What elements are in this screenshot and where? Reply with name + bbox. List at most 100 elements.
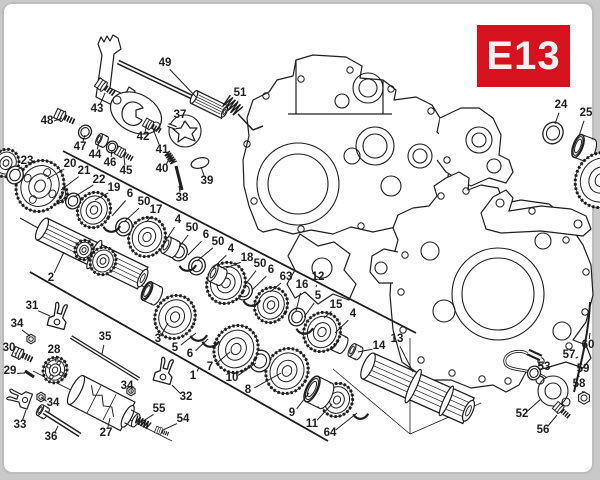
circ xyxy=(311,257,333,279)
plate-42-slot xyxy=(121,101,144,126)
part-label-53: 53 xyxy=(536,361,551,373)
part-label-41: 41 xyxy=(152,128,169,156)
shaft-spline-49 xyxy=(189,89,229,120)
part-number: 7 xyxy=(207,361,213,373)
part-label-55: 55 xyxy=(142,403,166,422)
circ xyxy=(486,158,502,174)
part-label-35: 35 xyxy=(99,331,112,355)
output-shaft-13 xyxy=(360,352,476,425)
circ xyxy=(534,232,552,250)
case-bracket xyxy=(480,189,592,237)
circ xyxy=(355,126,395,166)
part-number: 41 xyxy=(156,144,169,156)
circ xyxy=(495,198,505,208)
circ xyxy=(352,72,384,104)
part-label-19: 19 xyxy=(94,182,120,201)
part-number: 49 xyxy=(159,57,172,69)
circ xyxy=(362,133,388,159)
washer-46 xyxy=(105,140,119,154)
part-number: 47 xyxy=(74,141,87,153)
bolt-43 xyxy=(93,77,117,97)
part-label-48: 48 xyxy=(41,115,63,127)
part-number: 29 xyxy=(4,365,17,377)
part-label-60: 60 xyxy=(582,332,594,351)
washer-47 xyxy=(77,124,93,140)
part-number: 6 xyxy=(127,188,133,200)
part-label-25: 25 xyxy=(578,107,593,137)
part-label-6: 6 xyxy=(111,188,133,217)
part-number: 50 xyxy=(186,222,199,234)
hub-44 xyxy=(95,132,109,148)
part-label-29: 29 xyxy=(4,365,26,377)
part-label-2: 2 xyxy=(48,251,65,284)
part-number: 45 xyxy=(120,165,133,177)
spring-51 xyxy=(222,94,244,116)
bearing-9 xyxy=(303,375,335,410)
part-number: 36 xyxy=(45,431,58,443)
part-label-37: 37 xyxy=(174,109,186,123)
part-label-6: 6 xyxy=(187,229,209,256)
part-label-4: 4 xyxy=(212,243,235,269)
part-label-4: 4 xyxy=(165,214,182,241)
part-label-20: 20 xyxy=(46,158,76,180)
crankcase-center xyxy=(242,54,453,235)
circ xyxy=(451,247,545,341)
part-label-34: 34 xyxy=(11,318,31,337)
part-number: 48 xyxy=(41,115,54,127)
part-label-32: 32 xyxy=(171,384,192,403)
part-number: 17 xyxy=(150,204,163,216)
circlip-6 xyxy=(200,326,222,348)
part-number: 14 xyxy=(373,340,386,352)
part-label-6: 6 xyxy=(251,264,274,291)
part-number: 64 xyxy=(324,427,337,439)
part-number: 38 xyxy=(176,192,189,204)
shaft-pinion xyxy=(88,245,118,277)
part-label-28: 28 xyxy=(48,344,61,363)
part-number: 6 xyxy=(268,264,274,276)
part-number: 56 xyxy=(537,424,550,436)
part-label-9: 9 xyxy=(289,392,310,419)
part-number: 5 xyxy=(172,342,179,354)
part-label-21: 21 xyxy=(60,165,91,191)
part-number: 25 xyxy=(580,107,593,119)
part-number: 3 xyxy=(155,333,161,345)
part-label-7: 7 xyxy=(207,351,231,373)
part-number: 34 xyxy=(47,397,60,409)
circ xyxy=(380,175,402,197)
part-number: 33 xyxy=(14,419,27,431)
part-number: 5 xyxy=(315,290,322,302)
part-number: 8 xyxy=(245,384,252,396)
screw-54 xyxy=(154,425,170,437)
part-label-17: 17 xyxy=(145,204,163,223)
part-number: 42 xyxy=(137,131,150,143)
part-number: 59 xyxy=(577,363,590,375)
part-label-3: 3 xyxy=(155,322,169,345)
line xyxy=(237,113,254,131)
circ xyxy=(358,78,378,98)
case-join xyxy=(286,233,357,305)
part-label-38: 38 xyxy=(176,185,189,204)
sensor-52 xyxy=(537,375,569,407)
part-number: 4 xyxy=(228,243,235,255)
part-number: 58 xyxy=(573,378,586,390)
circ xyxy=(552,321,572,341)
part-label-27: 27 xyxy=(100,417,112,439)
part-label-47: 47 xyxy=(74,134,87,153)
spring-55 xyxy=(134,415,152,430)
part-number: 52 xyxy=(516,408,529,420)
part-number: 53 xyxy=(538,361,551,373)
part-number: 11 xyxy=(306,418,319,430)
oring-53 xyxy=(526,365,542,381)
part-number: 40 xyxy=(156,163,169,175)
part-label-14: 14 xyxy=(357,340,386,353)
part-label-54: 54 xyxy=(162,413,190,431)
part-label-50: 50 xyxy=(123,196,150,223)
washer-50 xyxy=(188,256,206,276)
part-label-49: 49 xyxy=(159,57,197,98)
bushing-14 xyxy=(347,343,364,361)
circ xyxy=(432,299,456,323)
part-label-10: 10 xyxy=(226,362,257,384)
part-number: 50 xyxy=(254,258,267,270)
part-number: 13 xyxy=(391,333,404,345)
